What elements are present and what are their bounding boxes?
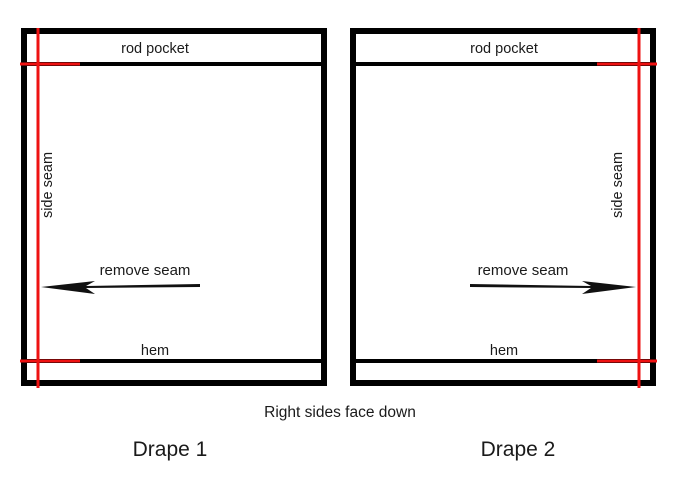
drape-2-remove-seam-arrow xyxy=(470,281,636,294)
figure-caption: Right sides face down xyxy=(264,404,416,421)
drape-1-remove-seam-label: remove seam xyxy=(100,262,191,279)
drape-2-title: Drape 2 xyxy=(481,438,556,461)
panel-drape-2: rod pocket side seam remove seam hem xyxy=(350,28,657,388)
drape-1-body xyxy=(21,28,327,386)
drape-2-hem-label: hem xyxy=(490,343,518,359)
drape-1-hem-label: hem xyxy=(141,343,169,359)
drape-2-side-seam-label: side seam xyxy=(610,152,626,218)
drape-2-body xyxy=(350,28,656,386)
panel-drape-1: rod pocket side seam remove seam hem xyxy=(20,28,327,388)
drape-1-rod-pocket-label: rod pocket xyxy=(121,41,189,57)
drape-1-title: Drape 1 xyxy=(133,438,208,461)
drape-1-side-seam-label: side seam xyxy=(40,152,56,218)
drape-1-remove-seam-arrow xyxy=(41,281,200,294)
drape-2-rod-pocket-label: rod pocket xyxy=(470,41,538,57)
drape-2-remove-seam-label: remove seam xyxy=(478,262,569,279)
